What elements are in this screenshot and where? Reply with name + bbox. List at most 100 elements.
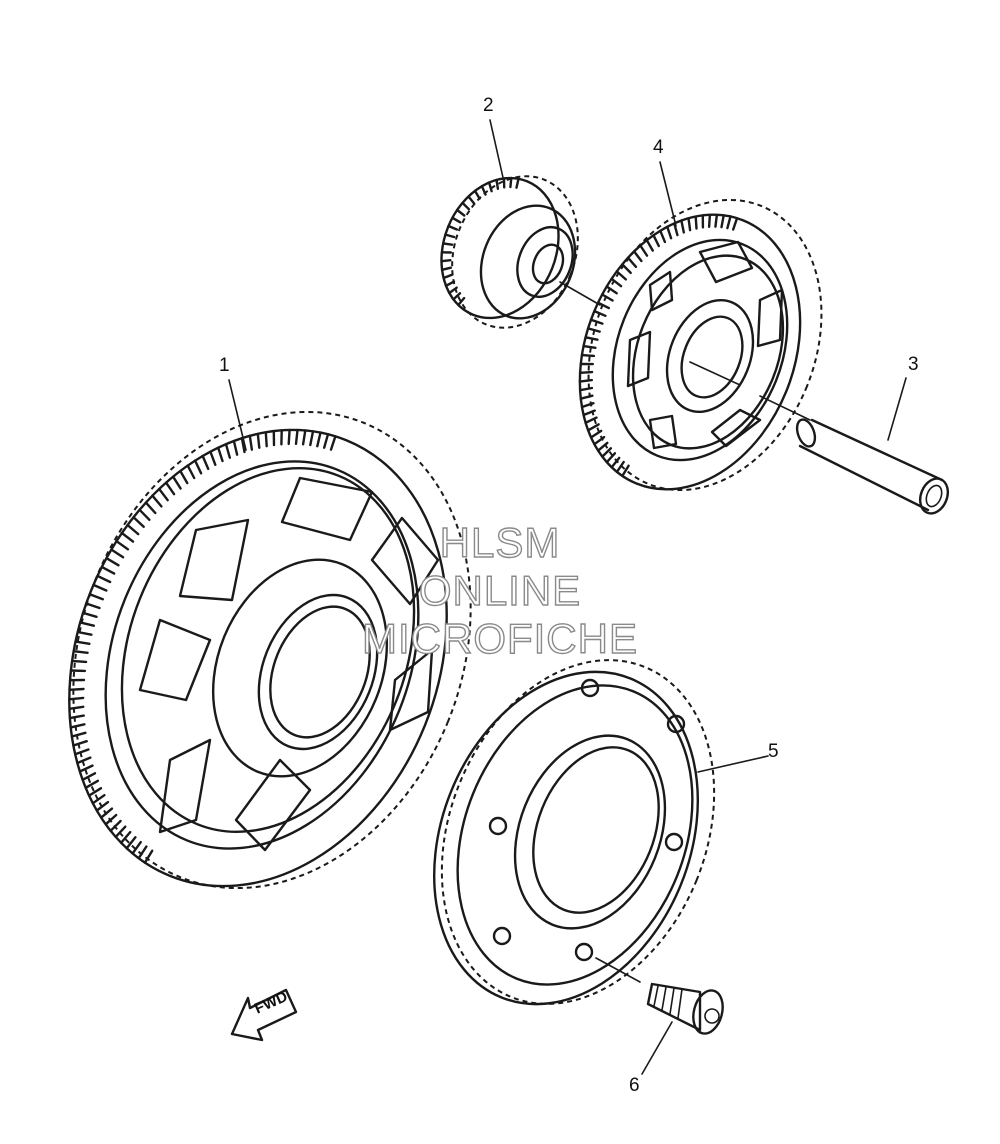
- gear-tooth: [732, 216, 739, 231]
- gear-tooth: [605, 452, 617, 464]
- gear-tooth: [444, 280, 456, 287]
- gear-tooth: [605, 285, 618, 295]
- gear-tooth: [131, 840, 143, 855]
- gear-tooth: [461, 201, 471, 211]
- gear-tooth: [84, 602, 101, 610]
- gear-tooth: [171, 475, 182, 490]
- gear-tooth: [480, 184, 487, 196]
- gear-tooth: [593, 435, 606, 446]
- gear-tooth: [596, 301, 610, 310]
- gear-tooth: [115, 540, 130, 551]
- gear-tooth: [626, 256, 638, 268]
- gear-tooth: [452, 292, 462, 301]
- gear-tooth: [578, 370, 594, 374]
- gear-tooth: [81, 611, 98, 618]
- gear-tooth: [694, 215, 698, 230]
- gear-tooth: [673, 222, 679, 237]
- gear-tooth: [597, 441, 609, 452]
- leader-lines: [228, 119, 907, 1075]
- gear-tooth: [578, 378, 593, 383]
- gear-tooth: [132, 516, 145, 528]
- gear-tooth: [95, 800, 110, 812]
- gear-tooth: [68, 696, 85, 701]
- gear-tooth: [143, 849, 154, 864]
- gear-tooth: [448, 286, 458, 295]
- gear-tooth: [99, 807, 114, 819]
- gear-tooth: [88, 593, 105, 601]
- gear-tooth: [444, 233, 456, 239]
- callout-4: 4: [653, 137, 664, 158]
- gear-tooth: [578, 386, 594, 392]
- callout-2: 2: [483, 95, 494, 116]
- gear-tooth: [232, 439, 239, 456]
- part-5-clutch-housing: [433, 659, 716, 1006]
- gear-tooth: [120, 531, 135, 543]
- gear-tooth: [224, 443, 232, 459]
- gear-tooth: [81, 772, 97, 781]
- gear-teeth: [440, 176, 520, 307]
- gear-tooth: [652, 234, 660, 248]
- gear-tooth: [76, 756, 92, 765]
- gear-tooth: [601, 293, 614, 302]
- gear-tooth: [126, 523, 140, 536]
- gear-tooth: [639, 244, 649, 257]
- gear-tooth: [451, 216, 462, 224]
- gear-tooth: [92, 583, 108, 592]
- gear-tooth: [582, 344, 597, 349]
- gear-tooth: [78, 764, 94, 773]
- gear-tooth: [216, 446, 224, 463]
- gear-tooth: [473, 189, 481, 200]
- gear-tooth: [68, 687, 85, 691]
- watermark-line-3: MICROFICHE: [361, 615, 638, 662]
- part-2-small-gear: [440, 175, 601, 329]
- gear-tooth: [248, 434, 254, 451]
- gear-tooth: [707, 213, 712, 229]
- gear-tooth: [726, 215, 732, 230]
- callout-5: 5: [768, 741, 779, 762]
- gear-tooth: [151, 494, 163, 508]
- gear-teeth: [68, 428, 337, 864]
- gear-tooth: [587, 423, 600, 432]
- gear-tooth: [114, 825, 127, 839]
- gear-tooth: [615, 270, 627, 281]
- gear-tooth: [632, 250, 643, 263]
- part-3-shaft: [795, 418, 950, 515]
- gear-tooth: [287, 428, 291, 446]
- gear-tooth: [589, 429, 603, 439]
- gear-tooth: [70, 659, 88, 664]
- callout-3: 3: [908, 354, 919, 375]
- gear-tooth: [109, 819, 122, 832]
- gear-tooth: [610, 277, 623, 288]
- gear-tooth: [601, 447, 613, 458]
- gear-tooth: [582, 409, 596, 417]
- gear-tooth: [579, 394, 594, 400]
- gear-tooth: [509, 176, 513, 189]
- gear-tooth: [487, 181, 493, 193]
- gear-tooth: [621, 263, 632, 275]
- gear-tooth: [589, 318, 604, 325]
- gear-tooth: [455, 208, 466, 217]
- gear-tooth: [73, 748, 90, 756]
- gear-tooth: [69, 723, 86, 729]
- gear-teeth: [578, 213, 739, 478]
- gear-tooth: [645, 238, 654, 252]
- gear-tooth: [720, 214, 725, 229]
- gear-tooth: [440, 266, 452, 271]
- gear-tooth: [580, 402, 595, 409]
- gear-tooth: [714, 213, 719, 228]
- gear-tooth: [68, 714, 85, 720]
- gear-tooth: [105, 557, 120, 567]
- gear-tooth: [110, 548, 125, 559]
- gear-tooth: [209, 450, 217, 466]
- gear-tooth: [74, 640, 91, 645]
- gear-tooth: [84, 779, 100, 789]
- gear-tooth: [666, 225, 673, 240]
- gear-tooth: [72, 740, 88, 747]
- gear-tooth: [584, 416, 598, 424]
- gear-tooth: [442, 242, 454, 246]
- gear-tooth: [91, 794, 106, 805]
- gear-tooth: [294, 428, 299, 446]
- gear-tooth: [586, 327, 601, 333]
